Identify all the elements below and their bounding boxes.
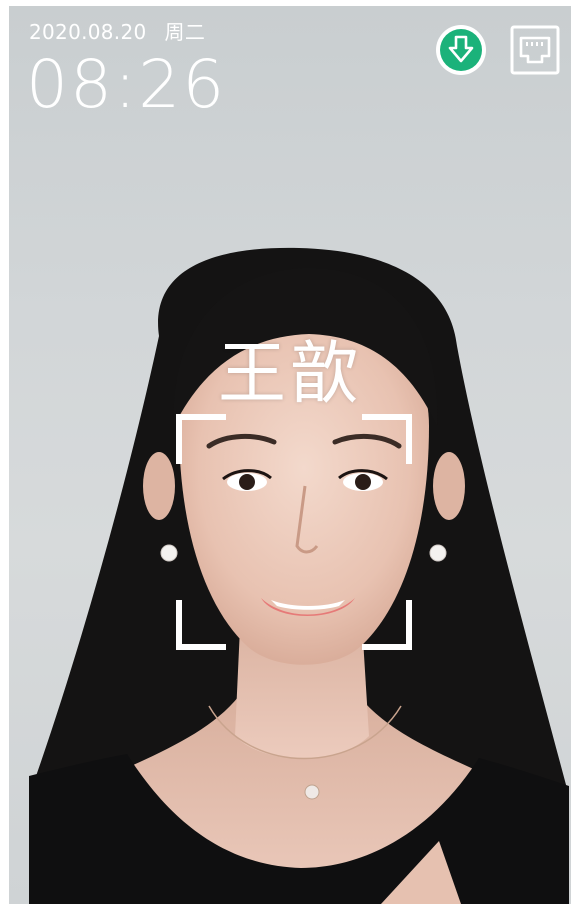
download-arrow-icon[interactable] — [435, 24, 487, 76]
camera-feed-image — [29, 247, 569, 904]
weekday-text: 周二 — [164, 20, 206, 44]
date-display: 2020.08.20 周二 — [29, 16, 223, 45]
clock-time: 08:26 — [26, 46, 227, 123]
date-text: 2020.08.20 — [29, 20, 147, 44]
face-recognition-screen: 2020.08.20 周二 08:26 王歆 — [9, 6, 571, 904]
status-icons — [435, 24, 561, 76]
face-detection-frame — [176, 414, 412, 650]
ethernet-port-icon[interactable] — [509, 24, 561, 76]
recognized-name: 王歆 — [217, 335, 362, 414]
